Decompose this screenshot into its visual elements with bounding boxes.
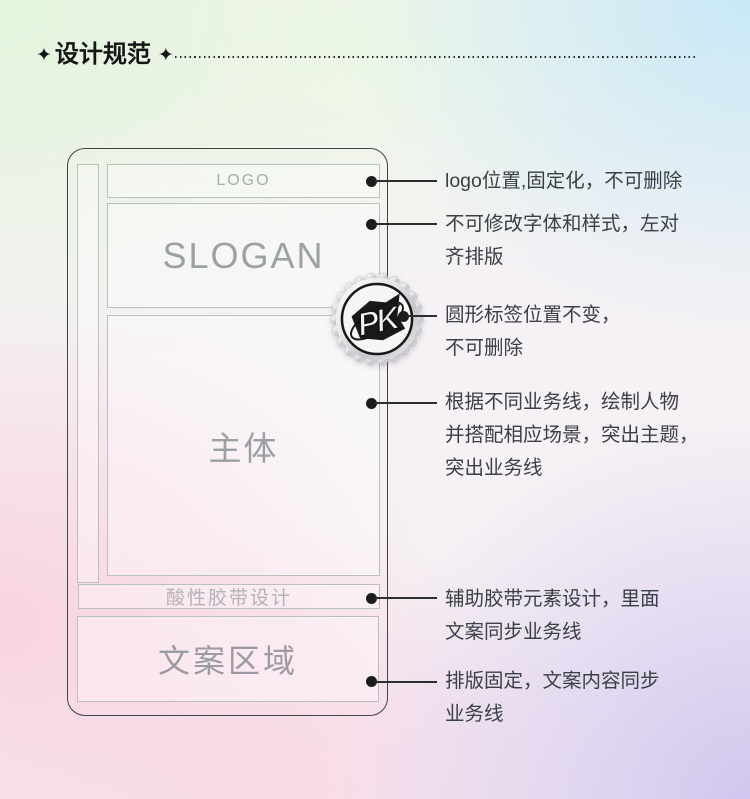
connector-dot-slogan — [366, 219, 377, 230]
annotation-line: 不可修改字体和样式，左对 — [445, 213, 680, 235]
connector-line-badge — [407, 315, 437, 317]
wireframe-card: LOGO SLOGAN 主体 酸性胶带设计 文案区域 — [67, 148, 388, 716]
annotation-copy: 排版固定，文案内容同步 业务线 — [445, 665, 745, 731]
annotation-main: 根据不同业务线，绘制人物 并搭配相应场景，突出主题， 突出业务线 — [445, 386, 745, 485]
connector-line-tape — [375, 597, 437, 599]
annotation-line: 齐排版 — [445, 246, 504, 268]
logo-zone-label: LOGO — [216, 172, 271, 189]
connector-line-slogan — [375, 223, 437, 225]
annotation-line: 突出业务线 — [445, 457, 543, 479]
connector-line-copy — [375, 681, 437, 683]
connector-dot-main — [366, 398, 377, 409]
connector-line-main — [375, 402, 437, 404]
logo-zone-box: LOGO — [107, 164, 380, 198]
slogan-zone-label: SLOGAN — [162, 234, 325, 276]
annotation-line: 排版固定，文案内容同步 — [445, 670, 660, 692]
dotted-divider — [175, 56, 695, 58]
sparkle-icon-right: ✦ — [157, 44, 174, 66]
connector-dot-badge — [398, 311, 409, 322]
main-zone-label: 主体 — [208, 429, 279, 467]
annotation-tape: 辅助胶带元素设计，里面 文案同步业务线 — [445, 583, 745, 649]
annotation-line: 圆形标签位置不变， — [445, 304, 621, 326]
annotation-line: 辅助胶带元素设计，里面 — [445, 588, 660, 610]
copy-zone-box: 文案区域 — [77, 616, 379, 702]
page-header: ✦ 设计规范 ✦ — [36, 41, 174, 70]
page-title: 设计规范 — [54, 41, 151, 68]
connector-dot-tape — [366, 593, 377, 604]
sparkle-icon-left: ✦ — [36, 44, 52, 66]
annotation-line: 业务线 — [445, 703, 504, 725]
main-zone-box: 主体 — [107, 315, 380, 576]
copy-zone-label: 文案区域 — [157, 643, 298, 679]
connector-dot-logo — [366, 176, 377, 187]
annotation-line: 文案同步业务线 — [445, 621, 582, 643]
annotation-line: 不可删除 — [445, 337, 524, 359]
annotation-line: 根据不同业务线，绘制人物 — [445, 391, 680, 413]
connector-dot-copy — [366, 676, 377, 687]
annotation-line: logo位置,固定化，不可删除 — [445, 170, 683, 192]
connector-line-logo — [375, 180, 437, 182]
tape-zone-label: 酸性胶带设计 — [165, 588, 292, 609]
annotation-logo: logo位置,固定化，不可删除 — [445, 165, 745, 198]
slogan-zone-box: SLOGAN — [107, 203, 380, 308]
annotation-slogan: 不可修改字体和样式，左对 齐排版 — [445, 208, 745, 274]
left-strip-box — [77, 164, 99, 583]
annotation-badge: 圆形标签位置不变， 不可删除 — [445, 299, 745, 365]
annotation-line: 并搭配相应场景，突出主题， — [445, 424, 699, 446]
tape-zone-box: 酸性胶带设计 — [78, 584, 380, 609]
pk-stamp-badge-icon: PK — [329, 271, 425, 367]
